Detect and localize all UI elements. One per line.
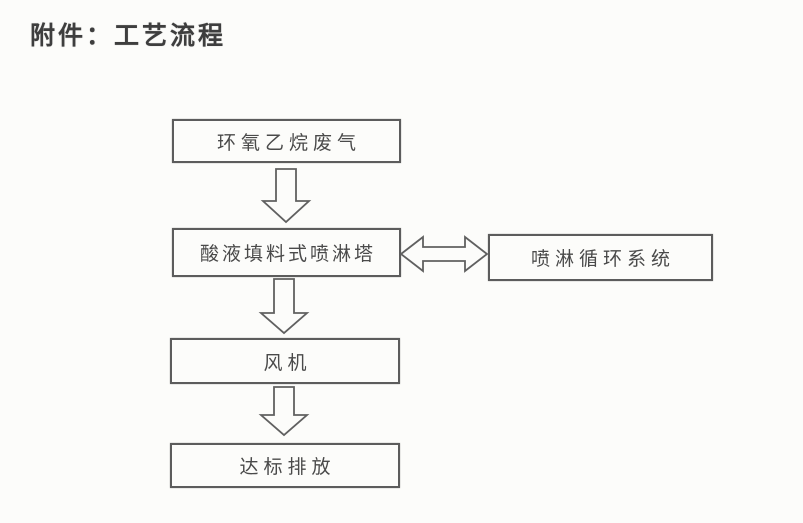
double-headed-block-arrow-icon: [399, 235, 489, 273]
flow-node-fan: 风机: [170, 338, 400, 384]
flow-node-compliant-discharge-label: 达标排放: [239, 457, 336, 478]
flow-node-spray-tower: 酸液填料式喷淋塔: [172, 228, 401, 277]
flow-node-spray-circulation-system: 喷淋循环系统: [488, 234, 713, 281]
flow-node-spray-tower-label: 酸液填料式喷淋塔: [199, 244, 376, 265]
page-title: 附件：工艺流程: [30, 23, 227, 50]
flow-node-fan-label: 风机: [263, 352, 312, 374]
flow-node-compliant-discharge: 达标排放: [170, 443, 400, 488]
flow-node-waste-gas: 环氧乙烷废气: [172, 119, 401, 163]
down-block-arrow-icon: [258, 278, 310, 335]
flow-node-waste-gas-label: 环氧乙烷废气: [216, 132, 361, 154]
down-block-arrow-icon: [258, 386, 310, 437]
down-block-arrow-icon: [260, 168, 312, 224]
flow-node-spray-circulation-system-label: 喷淋循环系统: [530, 249, 675, 270]
